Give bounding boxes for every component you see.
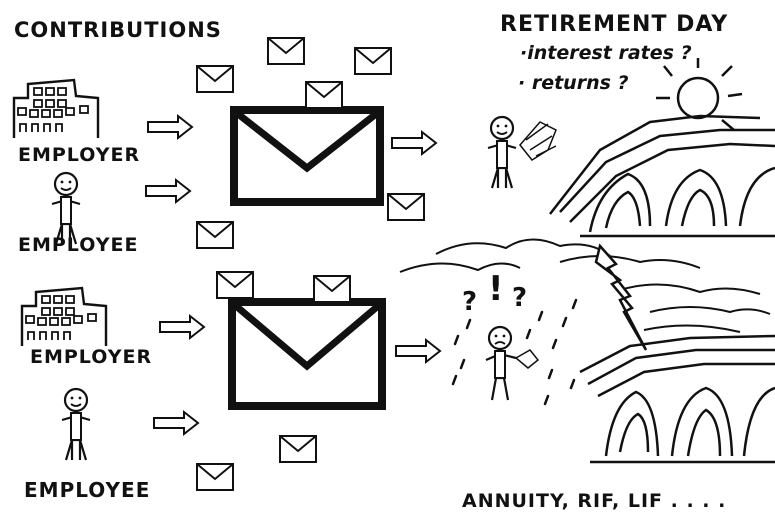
employee-figure-bottom-icon (60, 387, 92, 462)
storm-cloud-icon (399, 238, 771, 333)
bank-building-top-icon (549, 114, 775, 238)
question-returns: · returns ? (518, 72, 629, 94)
question-interest-rates: ·interest rates ? (520, 42, 692, 64)
happy-retiree-icon (486, 115, 557, 190)
contributions-title: CONTRIBUTIONS (14, 18, 222, 42)
worried-retiree-icon: ? ! ? (462, 269, 540, 401)
sun-icon (656, 58, 743, 131)
svg-text:!: ! (488, 269, 504, 309)
arrow-envelope-to-retiree-bottom (395, 339, 441, 363)
lightning-bolt-icon (594, 243, 648, 351)
arrow-employer-to-envelope-top (147, 115, 193, 139)
payout-options-footer: ANNUITY, RIF, LIF . . . . (462, 490, 727, 512)
envelope-large-bottom-icon (228, 298, 386, 410)
employee-figure-top-icon (50, 171, 82, 246)
employee-label-bottom: EMPLOYEE (24, 478, 151, 502)
arrow-employee-to-envelope-top (145, 179, 191, 203)
svg-text:?: ? (462, 287, 477, 317)
employee-label-top: EMPLOYEE (18, 234, 139, 256)
arrow-employer-to-envelope-bottom (159, 315, 205, 339)
svg-text:?: ? (512, 283, 527, 313)
retirement-day-title: RETIREMENT DAY (500, 12, 729, 37)
employer-building-bottom-icon (20, 286, 108, 348)
bank-building-bottom-icon (579, 334, 775, 464)
arrow-employee-to-envelope-bottom (153, 411, 199, 435)
envelope-large-top-icon (230, 106, 384, 206)
employer-building-top-icon (12, 78, 100, 140)
employer-label-top: EMPLOYER (18, 144, 141, 166)
arrow-envelope-to-retiree-top (391, 131, 437, 155)
rain-icon (451, 298, 578, 406)
employer-label-bottom: EMPLOYER (30, 346, 153, 368)
